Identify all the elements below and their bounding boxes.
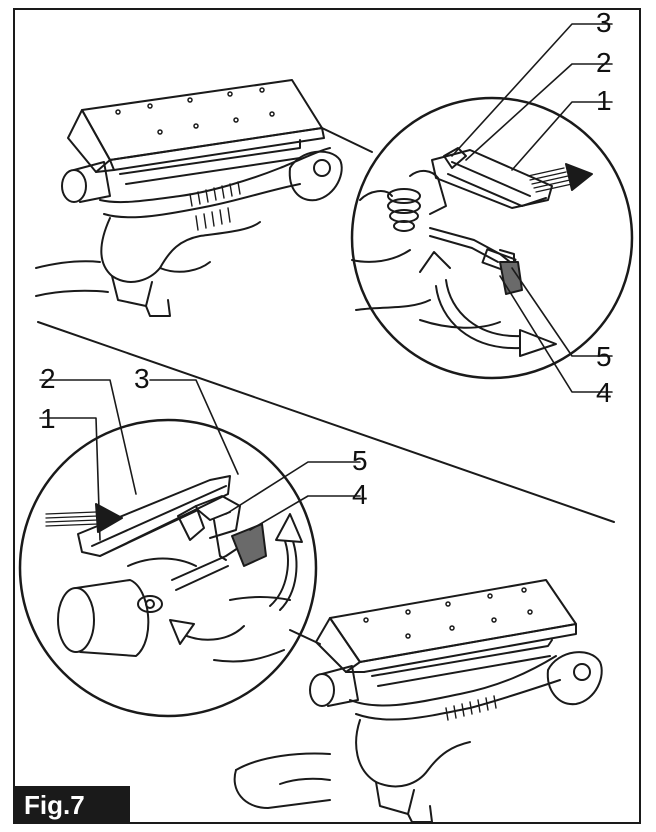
callout-top-2: 2 bbox=[596, 47, 612, 78]
callout-bottom-1: 1 bbox=[40, 403, 56, 434]
figure-label: Fig.7 bbox=[14, 786, 130, 824]
bottom-tool-illustration bbox=[233, 579, 603, 823]
divider-line bbox=[37, 321, 615, 523]
top-detail-circle bbox=[321, 96, 634, 380]
bottom-callout-numbers: 2 3 1 5 4 bbox=[40, 363, 368, 510]
callout-bottom-2: 2 bbox=[40, 363, 56, 394]
figure-frame bbox=[13, 8, 641, 824]
callout-top-3: 3 bbox=[596, 7, 612, 38]
callout-top-1: 1 bbox=[596, 85, 612, 116]
top-callout-numbers: 3 2 1 5 4 bbox=[596, 7, 612, 408]
bottom-detail-circle bbox=[18, 418, 321, 718]
top-tool-illustration bbox=[35, 79, 343, 317]
callout-bottom-3: 3 bbox=[134, 363, 150, 394]
callout-bottom-5: 5 bbox=[352, 445, 368, 476]
callout-top-5: 5 bbox=[596, 341, 612, 372]
callout-top-4: 4 bbox=[596, 377, 612, 408]
bottom-leader-lines bbox=[39, 379, 361, 541]
top-leader-lines bbox=[451, 23, 613, 393]
callout-bottom-4: 4 bbox=[352, 479, 368, 510]
